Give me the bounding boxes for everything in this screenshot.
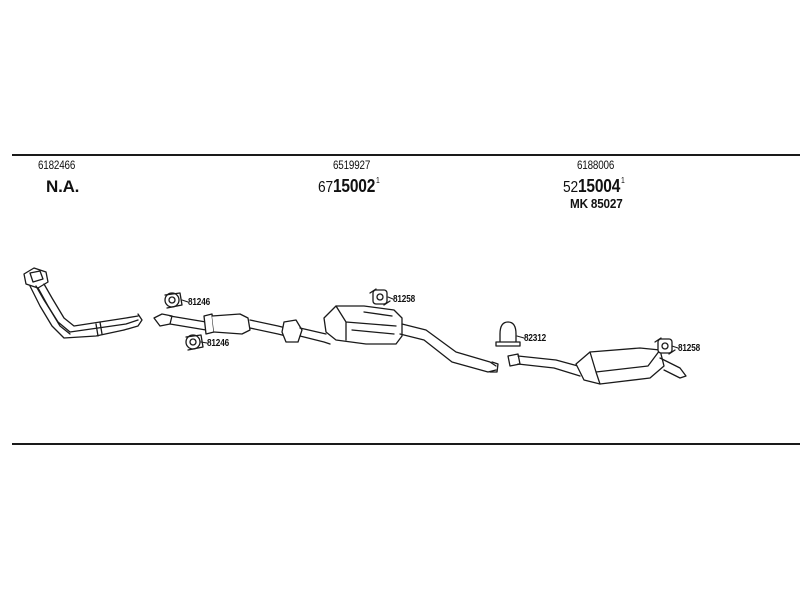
callout-number-81258-rear: 81258 bbox=[678, 343, 700, 354]
rear-muffler-icon bbox=[507, 347, 687, 385]
callout-number-81258-center: 81258 bbox=[393, 294, 415, 305]
oem-number-middle: 6519927 bbox=[333, 158, 371, 172]
part-prefix-rear: 52 bbox=[563, 179, 578, 196]
rubber-mount-icon bbox=[185, 334, 204, 351]
part-prefix-middle: 67 bbox=[318, 179, 333, 196]
part-main-middle: 15002 bbox=[332, 176, 376, 196]
mk-label-rear: MK 85027 bbox=[570, 196, 623, 211]
clamp-icon bbox=[495, 321, 521, 347]
bottom-divider-line bbox=[12, 443, 800, 445]
top-divider-line bbox=[12, 154, 800, 156]
part-main-rear: 15004 bbox=[577, 176, 621, 196]
callout-number-82312: 82312 bbox=[524, 333, 546, 344]
part-label-front: N.A. bbox=[46, 177, 80, 196]
callout-number-81246-upper: 81246 bbox=[188, 297, 210, 308]
oem-number-front: 6182466 bbox=[38, 158, 76, 172]
exhaust-manifold-pipe-icon bbox=[23, 267, 143, 339]
hanger-icon bbox=[369, 288, 391, 306]
rubber-mount-icon bbox=[164, 292, 183, 309]
center-muffler-icon bbox=[323, 305, 499, 373]
part-suffix-middle: 1 bbox=[376, 176, 380, 185]
part-suffix-rear: 1 bbox=[621, 176, 625, 185]
part-number-rear: 52150041 bbox=[563, 176, 625, 197]
part-number-middle: 67150021 bbox=[318, 176, 380, 197]
callout-leader-lines bbox=[181, 296, 679, 349]
oem-number-rear: 6188006 bbox=[577, 158, 615, 172]
callout-number-81246-lower: 81246 bbox=[207, 338, 229, 349]
pipe-with-resonator-icon bbox=[153, 313, 331, 345]
